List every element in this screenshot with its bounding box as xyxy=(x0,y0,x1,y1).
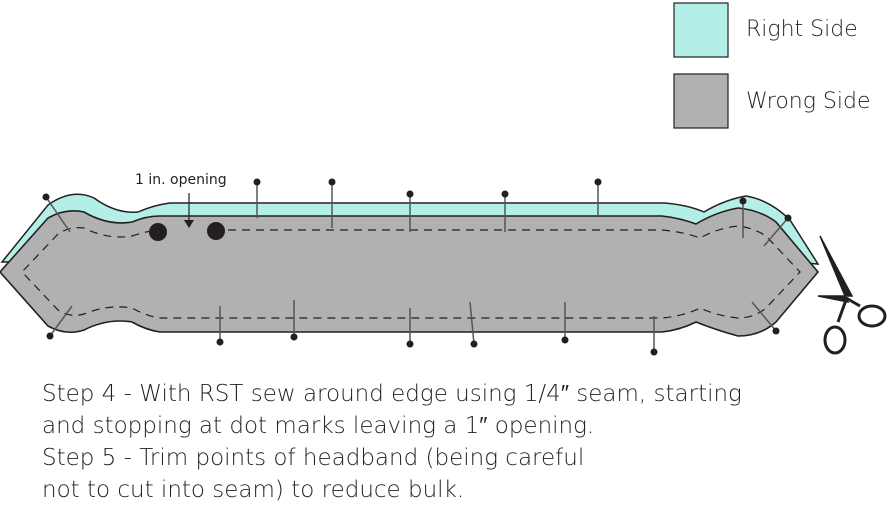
opening-dot-right xyxy=(207,222,225,240)
top-pins xyxy=(42,178,792,247)
pin xyxy=(469,301,475,345)
pin xyxy=(751,301,777,332)
instructions: Step 4 - With RST sew around edge using … xyxy=(42,378,862,506)
pin-head xyxy=(290,333,298,341)
pin-head xyxy=(501,190,509,198)
scissors-icon xyxy=(817,235,887,355)
pin xyxy=(49,305,73,337)
pin-head xyxy=(784,214,792,222)
pin-head xyxy=(739,197,747,205)
scissors-handle-upper xyxy=(857,304,887,328)
legend-label-right-side: Right Side xyxy=(746,17,858,42)
instruction-line: and stopping at dot marks leaving a 1″ o… xyxy=(42,413,595,439)
seam-line xyxy=(21,225,801,319)
opening-label: 1 in. opening xyxy=(135,172,227,188)
wrong-side-fabric-layer xyxy=(0,207,820,337)
pin-head xyxy=(594,178,602,186)
scissors-handle-lower xyxy=(823,325,847,355)
pin-head xyxy=(650,348,658,356)
pin-head xyxy=(406,190,414,198)
legend-label-wrong-side: Wrong Side xyxy=(746,89,871,114)
instruction-line: not to cut into seam) to reduce bulk. xyxy=(42,477,465,503)
pin-head xyxy=(561,336,569,344)
pin-head xyxy=(772,327,780,335)
pin-head xyxy=(42,193,50,201)
instruction-line: Step 5 - Trim points of headband (being … xyxy=(42,445,585,471)
legend-swatch-right-side xyxy=(673,2,729,58)
pin-head xyxy=(253,178,261,186)
pin xyxy=(763,217,789,247)
scissors-blade-lower xyxy=(817,295,850,304)
pin-head xyxy=(406,340,414,348)
opening-dot-left xyxy=(149,223,167,241)
pin-head xyxy=(328,178,336,186)
pin-head xyxy=(470,340,478,348)
instruction-line: Step 4 - With RST sew around edge using … xyxy=(42,381,742,407)
opening-arrow-head xyxy=(184,220,194,228)
scissors-blade-upper xyxy=(819,235,854,297)
scissors-arm-upper xyxy=(845,296,861,308)
pin xyxy=(45,196,71,233)
scissors-arm-lower xyxy=(836,299,848,323)
pin-head xyxy=(46,332,54,340)
bottom-pins xyxy=(46,300,780,356)
legend-swatch-wrong-side xyxy=(673,73,729,129)
pin-head xyxy=(216,338,224,346)
